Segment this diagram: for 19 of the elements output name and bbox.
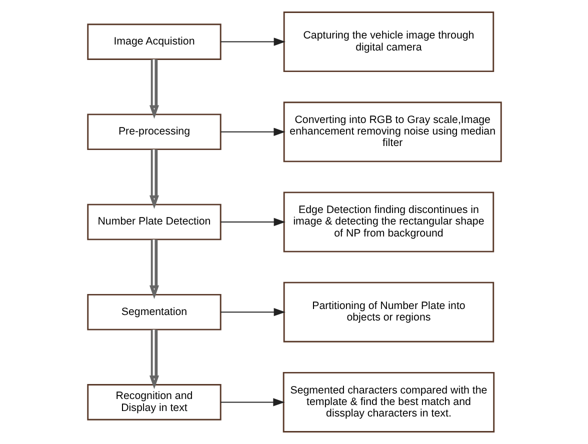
node-box: Number Plate Detection — [86, 204, 221, 240]
arrow — [220, 128, 285, 136]
node-box: Segmentation — [86, 294, 221, 330]
node-box: Segmented characters compared with the template & find the best match and dissplay characters in text. — [282, 372, 494, 432]
arrow — [220, 38, 285, 46]
arrow — [148, 240, 158, 300]
arrow — [148, 149, 158, 209]
arrow — [148, 59, 158, 119]
arrow — [220, 398, 284, 406]
node-box: Edge Detection finding discontinues in image & detecting the rectangular shape of NP from background — [282, 192, 494, 252]
node-box: Image Acquistion — [86, 24, 221, 60]
node-box: Capturing the vehicle image through digital camera — [282, 12, 494, 72]
node-box: Recognition and Display in text — [86, 384, 221, 420]
node-box: Converting into RGB to Gray scale,Image enhancement removing noise using median filter — [282, 102, 502, 162]
arrow — [220, 218, 285, 226]
node-box: Pre-processing — [86, 114, 221, 150]
node-box: Partitioning of Number Plate into objects or regions — [282, 282, 494, 342]
arrow — [220, 308, 285, 316]
arrow — [148, 330, 158, 390]
